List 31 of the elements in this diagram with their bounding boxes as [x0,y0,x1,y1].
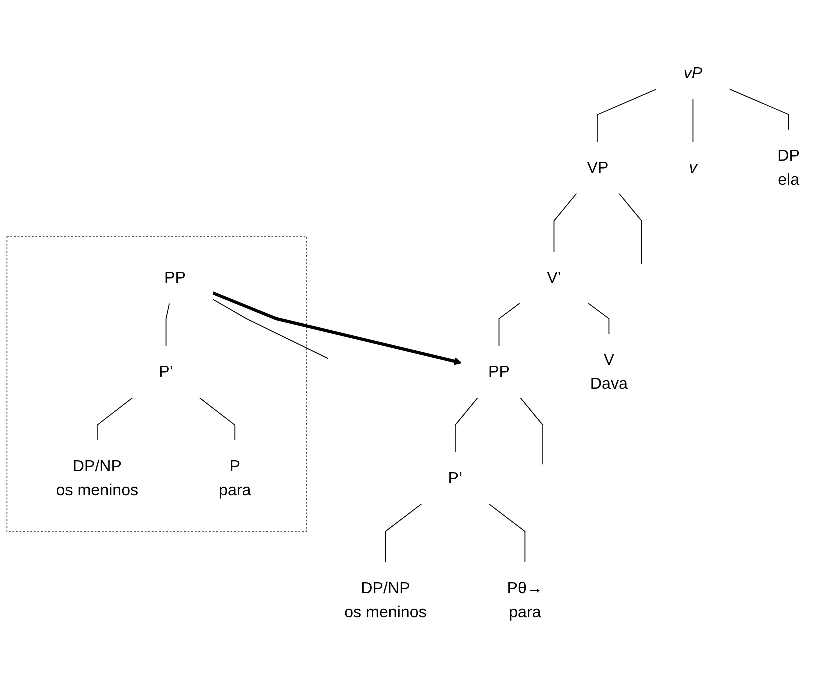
node-text: P para [219,456,252,499]
node-text: P’ [159,362,174,381]
node-text: v [689,158,698,176]
node-text: P’ [448,469,463,487]
node-text: PP [164,268,186,286]
connector [692,98,694,143]
node-text: DP ela [778,146,800,188]
node-text: V’ [547,268,562,286]
arrow [212,292,462,366]
node-text: DP/NP os meninos [344,578,427,621]
node-text: PP [488,362,510,381]
connector [728,88,790,131]
connector [488,503,526,564]
cluster [6,236,308,532]
connector [520,397,544,466]
connector [198,397,236,442]
connector [618,192,642,265]
node-text: DP/NP os meninos [56,456,139,499]
connector [554,192,578,253]
connector [212,298,330,360]
node-text: VP [587,158,609,176]
node-text: V Dava [590,350,628,393]
connector [498,302,521,348]
connector [385,503,423,564]
node-text: vP [684,64,703,82]
node-text: Pθ→ para [507,578,544,621]
connector [97,397,134,442]
connector [166,302,170,348]
connector [455,397,479,454]
connector [588,302,610,335]
connector [598,88,658,143]
